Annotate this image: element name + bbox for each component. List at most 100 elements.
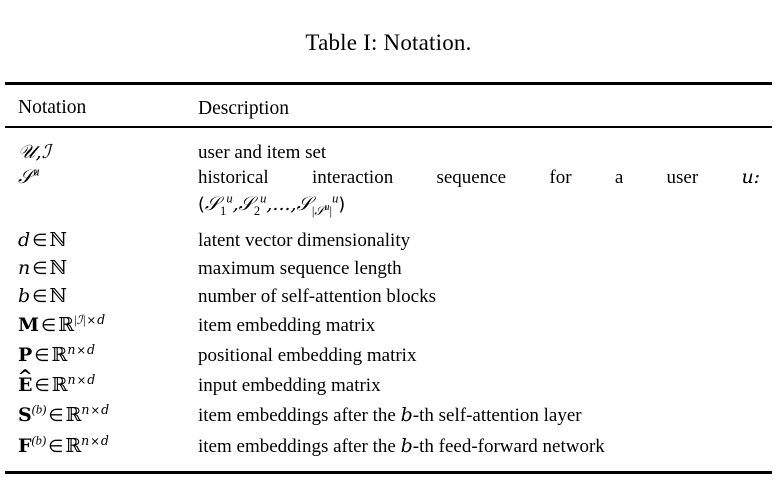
variable-n: n — [18, 257, 31, 279]
notation-cell: n∈ℕ — [18, 256, 194, 281]
table-caption: Table I: Notation. — [305, 30, 472, 55]
comma-symbol: , — [290, 193, 297, 215]
desc-variable-u: u: — [741, 166, 761, 188]
superscript-u: u — [33, 164, 40, 179]
notation-cell: 𝒮u — [18, 165, 194, 190]
notation-cell: M∈ℝ|ℐ|×d — [18, 313, 194, 338]
right-paren: ) — [338, 195, 346, 215]
notation-cell: S(b)∈ℝn×d — [18, 403, 194, 428]
real-numbers-symbol: ℝ — [51, 344, 68, 366]
description-cell: maximum sequence length — [198, 258, 402, 279]
description-line-justified: historical interaction sequence for a us… — [198, 165, 760, 190]
left-paren: ( — [198, 195, 205, 215]
desc-variable-b: b — [400, 435, 413, 457]
natural-numbers-symbol: ℕ — [49, 257, 67, 279]
column-header-notation: Notation — [18, 97, 87, 118]
description-cell: item embeddings after the b-th feed-forw… — [198, 434, 763, 459]
element-of-symbol: ∈ — [48, 437, 64, 457]
bar-symbol: | — [329, 203, 333, 218]
script-s-symbol: 𝒮 — [314, 202, 325, 218]
variable-b: b — [18, 285, 31, 307]
subscript-cardinality: |𝒮u| — [311, 201, 333, 218]
real-numbers-symbol: ℝ — [65, 404, 82, 426]
script-i-symbol: ℐ — [41, 141, 52, 163]
superscript-dimensions: n×d — [68, 373, 96, 387]
matrix-e-symbol: E — [18, 374, 33, 396]
times-symbol: × — [86, 312, 97, 327]
element-of-symbol: ∈ — [32, 287, 48, 307]
comma-symbol: , — [35, 141, 42, 163]
description-cell: positional embedding matrix — [198, 345, 417, 366]
superscript-u: u — [332, 191, 339, 206]
desc-word: sequence — [436, 167, 507, 188]
ellipsis-symbol: ... — [272, 193, 291, 215]
script-s-symbol: 𝒮 — [238, 193, 254, 215]
notation-cell: ^E∈ℝn×d — [18, 367, 194, 398]
times-symbol: × — [76, 372, 87, 387]
element-of-symbol: ∈ — [32, 259, 48, 279]
desc-text-pre: item embeddings after the — [198, 436, 401, 457]
variable-d: d — [100, 432, 109, 448]
times-symbol: × — [90, 402, 101, 417]
desc-text-post: -th feed-forward network — [412, 436, 605, 457]
description-cell: historical interaction sequence for a us… — [198, 165, 763, 218]
notation-cell: P∈ℝn×d — [18, 343, 194, 368]
desc-word: interaction — [311, 167, 394, 188]
variable-n: n — [67, 341, 76, 357]
desc-variable-b: b — [400, 404, 413, 426]
element-of-symbol: ∈ — [41, 316, 57, 336]
notation-cell: F(b)∈ℝn×d — [18, 434, 194, 459]
script-s-symbol: 𝒮 — [204, 193, 221, 215]
desc-word: user — [666, 167, 699, 188]
superscript-u: u — [226, 191, 233, 206]
element-of-symbol: ∈ — [32, 231, 48, 251]
natural-numbers-symbol: ℕ — [49, 285, 67, 307]
description-cell: user and item set — [198, 142, 327, 163]
element-of-symbol: ∈ — [48, 406, 64, 426]
table-rule-top — [5, 82, 772, 85]
matrix-m-symbol: M — [18, 314, 40, 336]
matrix-e-hat-symbol: ^E — [18, 367, 33, 397]
element-of-symbol: ∈ — [34, 346, 50, 366]
desc-word: for — [549, 167, 572, 188]
real-numbers-symbol: ℝ — [58, 314, 75, 336]
script-s-symbol: 𝒮 — [18, 166, 34, 188]
superscript-dimensions: |ℐ|×d — [74, 313, 105, 327]
desc-word: historical — [198, 167, 269, 188]
hat-accent-icon: ^ — [17, 365, 33, 387]
bar-symbol: | — [311, 203, 315, 218]
variable-d: d — [101, 401, 110, 417]
script-s-symbol: 𝒮 — [296, 193, 312, 215]
description-cell: item embeddings after the b-th self-atte… — [198, 403, 763, 428]
script-u-symbol: 𝒰 — [18, 141, 36, 163]
comma-symbol: , — [266, 193, 273, 215]
notation-cell: 𝒰,ℐ — [18, 140, 194, 165]
matrix-f-symbol: F — [18, 435, 32, 457]
variable-d: d — [87, 371, 96, 387]
description-cell: item embedding matrix — [198, 315, 376, 336]
superscript-block-index: (b) — [31, 433, 47, 448]
superscript-u: u — [260, 191, 267, 206]
desc-text-post: -th self-attention layer — [412, 405, 582, 426]
superscript-block-index: (b) — [31, 402, 47, 417]
element-of-symbol: ∈ — [34, 376, 50, 396]
variable-n: n — [81, 432, 90, 448]
superscript-dimensions: n×d — [81, 434, 109, 448]
notation-cell: b∈ℕ — [18, 284, 194, 309]
table-rule-bottom — [5, 471, 772, 474]
bar-symbol: | — [74, 312, 77, 327]
notation-cell: d∈ℕ — [18, 228, 194, 253]
superscript-u: u — [324, 201, 330, 213]
table-rule-header — [5, 126, 772, 128]
subscript-1: 1 — [220, 203, 227, 218]
superscript-dimensions: n×d — [81, 403, 109, 417]
real-numbers-symbol: ℝ — [65, 435, 82, 457]
matrix-p-symbol: P — [18, 344, 33, 366]
comma-symbol: , — [232, 193, 239, 215]
description-cell: latent vector dimensionality — [198, 230, 411, 251]
description-cell: input embedding matrix — [198, 375, 381, 396]
variable-d: d — [97, 311, 106, 327]
column-header-description: Description — [198, 98, 289, 119]
bar-symbol: | — [82, 312, 86, 327]
